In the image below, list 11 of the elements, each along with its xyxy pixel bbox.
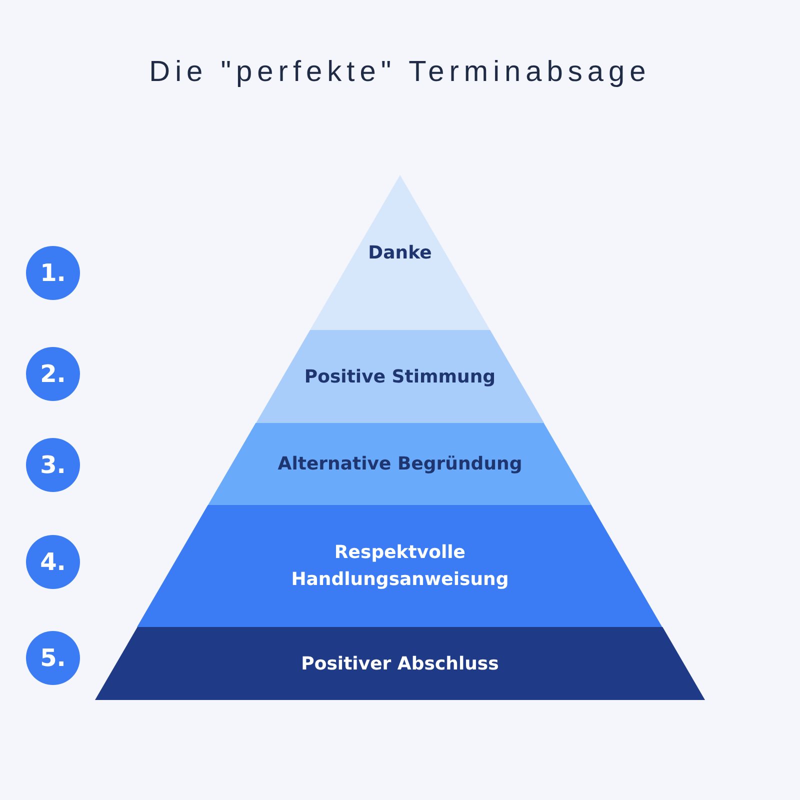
step-number-circle: 5. [26, 631, 80, 685]
layer-label: Positive Stimmung [304, 365, 496, 389]
layer-label: Positiver Abschluss [301, 652, 499, 676]
layer-label: Danke [368, 241, 432, 265]
step-number-circle: 3. [26, 438, 80, 492]
step-number-circle: 2. [26, 347, 80, 401]
layer-label: Respektvolle Handlungsanweisung [290, 541, 510, 592]
step-number-circle: 4. [26, 535, 80, 589]
step-number-circle: 1. [26, 246, 80, 300]
layer-label: Alternative Begründung [278, 452, 522, 476]
title: Die "perfekte" Terminabsage [148, 56, 652, 89]
